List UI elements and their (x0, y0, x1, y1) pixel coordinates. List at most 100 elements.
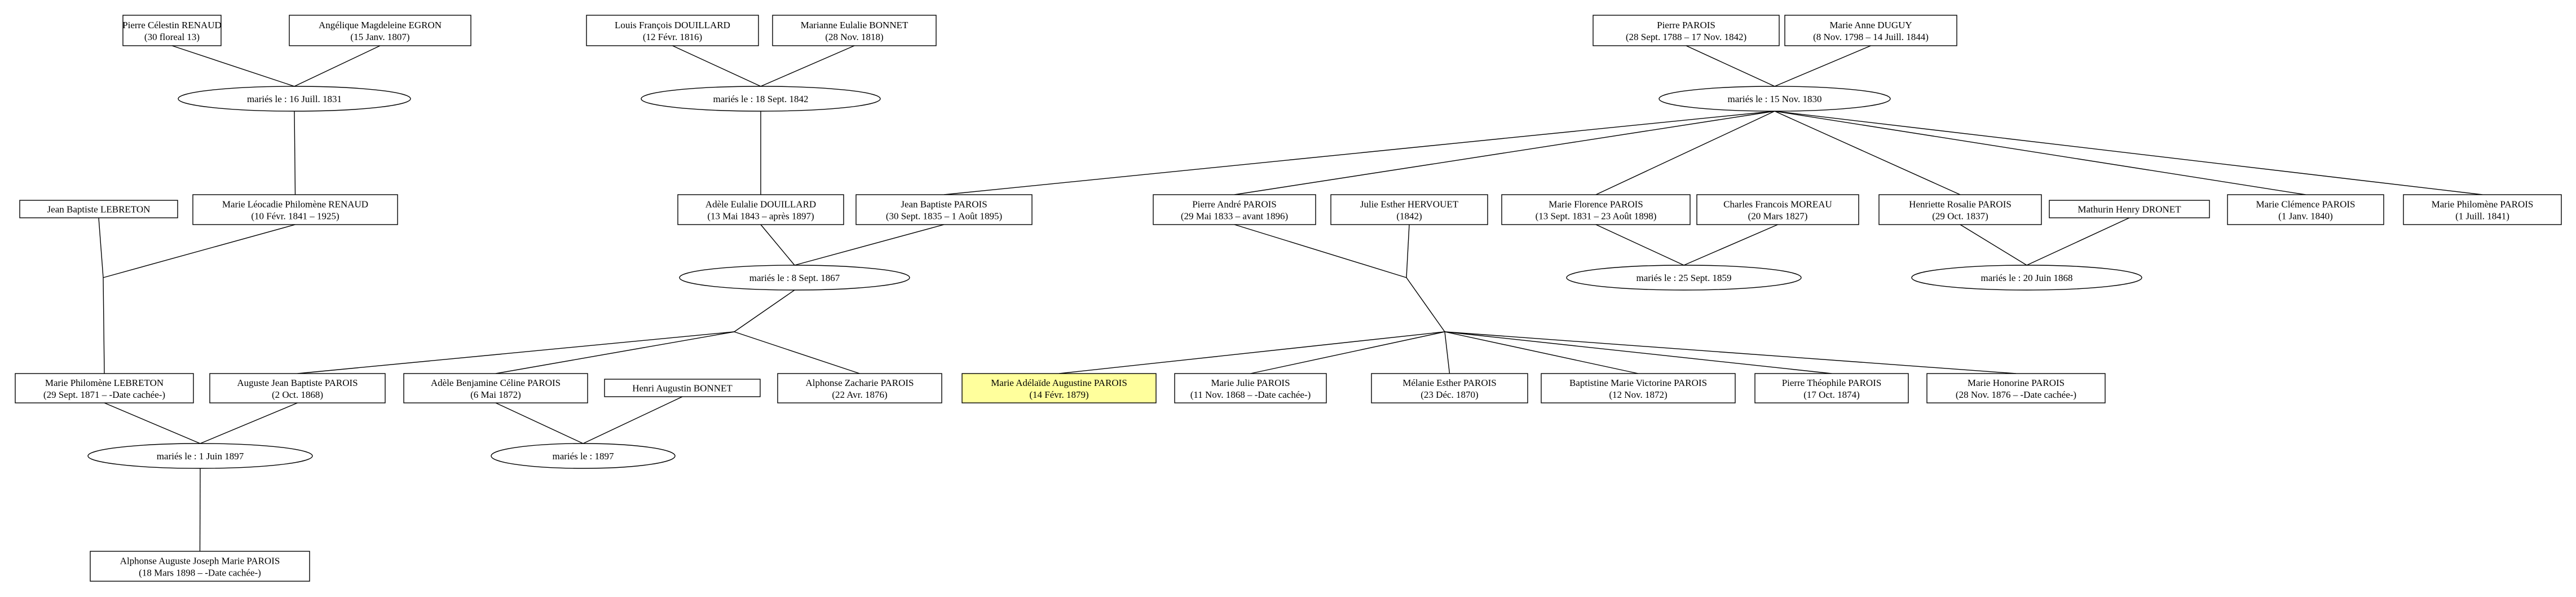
person-box-frame (677, 194, 844, 225)
connector-line (1774, 45, 1871, 87)
connector-line (1444, 331, 1639, 374)
person-dates: (2 Oct. 1868) (272, 389, 323, 400)
connector-line (294, 111, 296, 195)
marriage-node[interactable]: mariés le : 8 Sept. 1867 (679, 265, 910, 291)
person-box[interactable]: Adèle Benjamine Céline PAROIS(6 Mai 1872… (403, 373, 588, 403)
person-box[interactable]: Alphonse Zacharie PAROIS(22 Avr. 1876) (777, 373, 942, 403)
person-name: Marie Philomène PAROIS (2432, 199, 2534, 210)
person-box[interactable]: Pierre PAROIS(28 Sept. 1788 – 17 Nov. 18… (1593, 15, 1780, 46)
person-box[interactable]: Jean Baptiste LEBRETON (19, 200, 178, 218)
person-box[interactable]: Marie Philomène LEBRETON(29 Sept. 1871 –… (15, 373, 194, 403)
person-name: Marie Philomène LEBRETON (45, 377, 164, 388)
person-box[interactable]: Pierre Théophile PAROIS(17 Oct. 1874) (1754, 373, 1909, 403)
connector-line (760, 45, 855, 87)
person-name: Pierre Théophile PAROIS (1782, 377, 1882, 388)
connector-line (1406, 224, 1410, 278)
person-name: Jean Baptiste LEBRETON (47, 204, 151, 215)
person-box-frame (961, 373, 1157, 403)
person-box[interactable]: Adèle Eulalie DOUILLARD(13 Mai 1843 – ap… (677, 194, 844, 225)
person-box-frame (1330, 194, 1488, 225)
person-box-frame (1878, 194, 2042, 225)
connector-line (943, 111, 1775, 195)
marriage-node[interactable]: mariés le : 1 Juin 1897 (87, 443, 313, 469)
person-box[interactable]: Henriette Rosalie PAROIS(29 Oct. 1837) (1878, 194, 2042, 225)
marriage-ellipse (491, 443, 676, 469)
marriage-node[interactable]: mariés le : 1897 (491, 443, 676, 469)
person-name: Henri Augustin BONNET (632, 383, 733, 394)
person-dates: (6 Mai 1872) (470, 389, 521, 400)
marriage-node[interactable]: mariés le : 18 Sept. 1842 (641, 86, 881, 112)
connector-line (200, 402, 298, 444)
person-box[interactable]: Jean Baptiste PAROIS(30 Sept. 1835 – 1 A… (855, 194, 1033, 225)
person-box-frame (586, 15, 759, 46)
person-box[interactable]: Henri Augustin BONNET (604, 379, 761, 397)
person-name: Marie Honorine PAROIS (1968, 377, 2065, 388)
person-dates: (29 Mai 1833 – avant 1896) (1181, 211, 1288, 222)
person-name: Auguste Jean Baptiste PAROIS (237, 377, 358, 388)
person-box-frame (1754, 373, 1909, 403)
person-box-frame (1501, 194, 1691, 225)
person-name: Louis François DOUILLARD (615, 20, 730, 30)
person-box-frame (1784, 15, 1957, 46)
person-box-frame (122, 15, 222, 46)
person-box-frame (1696, 194, 1859, 225)
person-box-frame (2403, 194, 2562, 225)
person-box[interactable]: Auguste Jean Baptiste PAROIS(2 Oct. 1868… (209, 373, 386, 403)
person-box[interactable]: Marie Anne DUGUY (8 Nov. 1798 – 14 Juill.… (1784, 15, 1957, 46)
person-box[interactable]: Angélique Magdeleine EGRON(15 Janv. 1807… (289, 15, 471, 46)
connector-line (760, 224, 795, 266)
person-name: Marie Adélaïde Augustine PAROIS (991, 377, 1127, 388)
person-name: Marie Anne DUGUY (1829, 20, 1912, 30)
person-box[interactable]: Louis François DOUILLARD(12 Févr. 1816) (586, 15, 759, 46)
person-box[interactable]: Pierre André PAROIS(29 Mai 1833 – avant … (1153, 194, 1316, 225)
people-layer: Pierre Célestin RENAUD(30 floreal 13) Ang… (15, 15, 2562, 582)
person-box[interactable]: Baptistine Marie Victorine PAROIS(12 Nov… (1541, 373, 1736, 403)
person-box[interactable]: Mélanie Esther PAROIS(23 Déc. 1870) (1371, 373, 1528, 403)
marriage-label: mariés le : 15 Nov. 1830 (1728, 94, 1822, 104)
connector-line (104, 402, 201, 444)
person-box[interactable]: Alphonse Auguste Joseph Marie PAROIS(18 … (90, 551, 310, 582)
person-name: Baptistine Marie Victorine PAROIS (1569, 377, 1707, 388)
person-box[interactable]: Marie Adélaïde Augustine PAROIS(14 Févr.… (961, 373, 1157, 403)
person-dates: (8 Nov. 1798 – 14 Juill. 1844) (1813, 32, 1929, 42)
person-box[interactable]: Charles Francois MOREAU(20 Mars 1827) (1696, 194, 1859, 225)
person-box-frame (209, 373, 386, 403)
connector-line (103, 277, 105, 374)
person-name: Marie Léocadie Philomène RENAUD (222, 199, 368, 210)
person-box[interactable]: Marie Julie PAROIS(11 Nov. 1868 – -Date … (1174, 373, 1327, 403)
person-dates: (1 Juill. 1841) (2455, 211, 2509, 222)
person-box-frame (2227, 194, 2384, 225)
person-box[interactable]: Marie Léocadie Philomène RENAUD(10 Févr.… (192, 194, 398, 225)
person-box[interactable]: Mathurin Henry DRONET (2049, 200, 2210, 218)
person-name: Jean Baptiste PAROIS (901, 199, 987, 210)
person-box-frame (855, 194, 1033, 225)
connector-line (1234, 111, 1775, 195)
person-box[interactable]: Marie Philomène PAROIS(1 Juill. 1841) (2403, 194, 2562, 225)
connector-line (794, 224, 945, 266)
person-box[interactable]: Marie Florence PAROIS(13 Sept. 1831 – 23… (1501, 194, 1691, 225)
marriage-node[interactable]: mariés le : 25 Sept. 1859 (1566, 265, 1802, 291)
person-box[interactable]: Julie Esther HERVOUET(1842) (1330, 194, 1488, 225)
person-name: Mathurin Henry DRONET (2077, 204, 2181, 215)
marriage-ellipse (679, 265, 910, 291)
person-dates: (14 Févr. 1879) (1029, 389, 1088, 400)
person-name: Marianne Eulalie BONNET (801, 20, 908, 30)
marriage-label: mariés le : 18 Sept. 1842 (713, 94, 808, 104)
marriage-node[interactable]: mariés le : 20 Juin 1868 (1911, 265, 2142, 291)
marriage-node[interactable]: mariés le : 16 Juill. 1831 (178, 86, 411, 112)
marriage-node[interactable]: mariés le : 15 Nov. 1830 (1658, 86, 1891, 112)
person-box[interactable]: Marianne Eulalie BONNET(28 Nov. 1818) (772, 15, 937, 46)
person-box[interactable]: Marie Clémence PAROIS(1 Janv. 1840) (2227, 194, 2384, 225)
connector-line (1774, 111, 2306, 195)
connector-line (583, 396, 683, 444)
connector-line (1444, 331, 2017, 374)
person-name: Mélanie Esther PAROIS (1402, 377, 1497, 388)
person-name: Adèle Eulalie DOUILLARD (705, 199, 816, 210)
person-box[interactable]: Pierre Célestin RENAUD(30 floreal 13) (122, 15, 222, 46)
person-box[interactable]: Marie Honorine PAROIS(28 Nov. 1876 – -Da… (1926, 373, 2106, 403)
person-box-frame (192, 194, 398, 225)
connector-line (1595, 111, 1775, 195)
connector-line (297, 331, 735, 374)
connector-line (672, 45, 761, 87)
connector-line (1595, 224, 1684, 266)
